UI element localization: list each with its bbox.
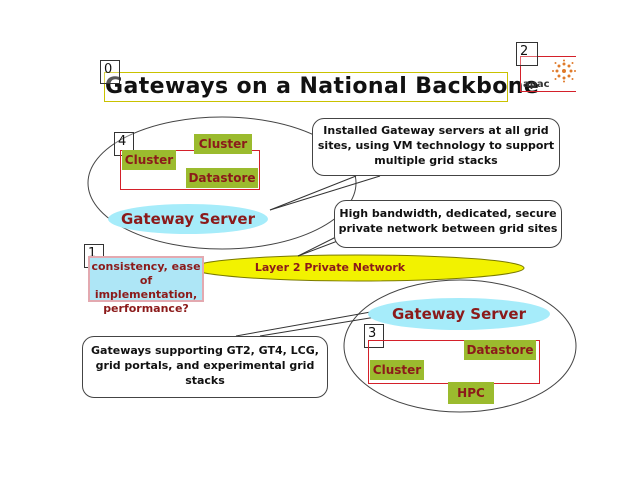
consistency-note: consistency, ease of implementation, per… (88, 256, 204, 315)
sunburst-logo-icon (552, 59, 576, 83)
logo-text: apac (523, 79, 550, 90)
top-datastore-box: Datastore (186, 168, 258, 188)
bottom-gateway-server: Gateway Server (368, 298, 550, 330)
connector-stacks (235, 309, 383, 337)
top-cluster-left-box: Cluster (122, 150, 176, 170)
index-label-2: 2 (516, 42, 538, 66)
callout-grid-stacks: Gateways supporting GT2, GT4, LCG, grid … (82, 336, 328, 398)
top-gateway-server: Gateway Server (108, 204, 268, 234)
connector-vm-install-2 (269, 175, 381, 211)
network-label: Layer 2 Private Network (254, 261, 406, 274)
bottom-cluster-box: Cluster (370, 360, 424, 380)
bottom-hpc-box: HPC (448, 382, 494, 404)
callout-private-network: High bandwidth, dedicated, secure privat… (334, 200, 562, 248)
top-site-group-outline (120, 150, 260, 190)
apac-logo: apac (520, 56, 576, 92)
index-label-3: 3 (364, 324, 384, 348)
connector-stacks-2 (259, 315, 383, 337)
top-cluster-box: Cluster (194, 134, 252, 154)
callout-vm-install: Installed Gateway servers at all grid si… (312, 118, 560, 176)
connector-vm-install (269, 175, 357, 211)
bottom-datastore-box: Datastore (464, 340, 536, 360)
page-title: Gateways on a National Backbone (104, 72, 539, 102)
index-label-0: 0 (100, 60, 120, 84)
